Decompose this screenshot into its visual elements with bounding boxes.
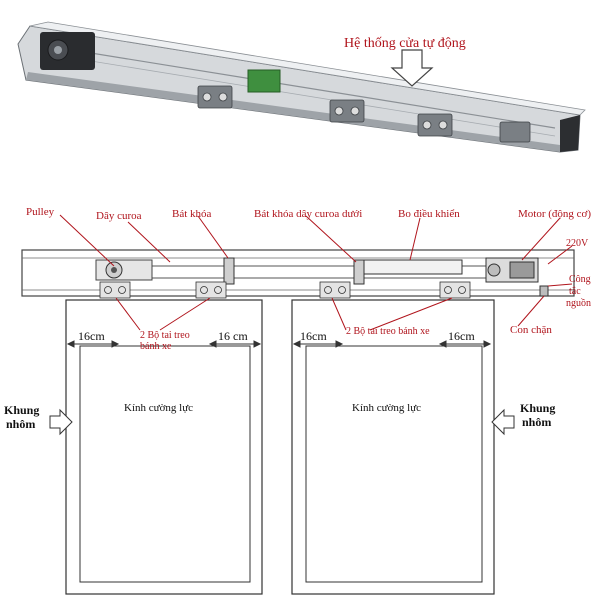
- dim-right-b: 16cm: [448, 329, 475, 343]
- left-frame-arrow-icon: [49, 408, 73, 436]
- down-arrow-icon: [390, 49, 434, 87]
- belt-lock-bracket-label: Bát khóa dây curoa dưới: [254, 208, 363, 220]
- glass-left-label: Kính cường lực: [124, 402, 194, 414]
- dim-right-a: 16cm: [300, 329, 327, 343]
- voltage-label: 220V: [566, 238, 589, 249]
- lock-bracket-label: Bát khóa: [172, 208, 212, 220]
- glass-right-label: Kính cường lực: [352, 402, 422, 414]
- hanger-left-label-2: bánh xe: [140, 341, 172, 352]
- controller-photo: [247, 69, 281, 93]
- dim-left-b: 16 cm: [218, 329, 248, 343]
- frame-left-label-2: nhôm: [6, 417, 36, 431]
- left-door-glass: [79, 345, 251, 583]
- motor-label: Motor (động cơ): [518, 208, 592, 220]
- right-door-glass: [305, 345, 483, 583]
- dim-left-a: 16cm: [78, 329, 105, 343]
- system-title: Hệ thống cửa tự động: [344, 36, 466, 51]
- rail-photo-top: [29, 21, 586, 116]
- controller-label: Bo điều khiển: [398, 208, 460, 220]
- stopper-block: [539, 285, 549, 297]
- right-frame-arrow-icon: [491, 408, 515, 436]
- rail-photo-endcap: [560, 115, 580, 152]
- frame-left-label-1: Khung: [4, 403, 40, 417]
- hanger-right-label: 2 Bộ tai treo bánh xe: [346, 326, 430, 337]
- power-switch-label-3: nguồn: [566, 298, 591, 309]
- power-switch-label-1: Công: [569, 274, 591, 285]
- controller-box: [361, 259, 463, 275]
- hanger-left-label-1: 2 Bộ tai treo: [140, 330, 190, 341]
- frame-right-label-2: nhôm: [522, 415, 552, 429]
- belt-label: Dây curoa: [96, 210, 142, 222]
- pulley-label: Pulley: [26, 206, 55, 218]
- power-switch-label-2: tắc: [569, 286, 581, 297]
- frame-right-label-1: Khung: [520, 401, 556, 415]
- stopper-label: Con chặn: [510, 324, 552, 336]
